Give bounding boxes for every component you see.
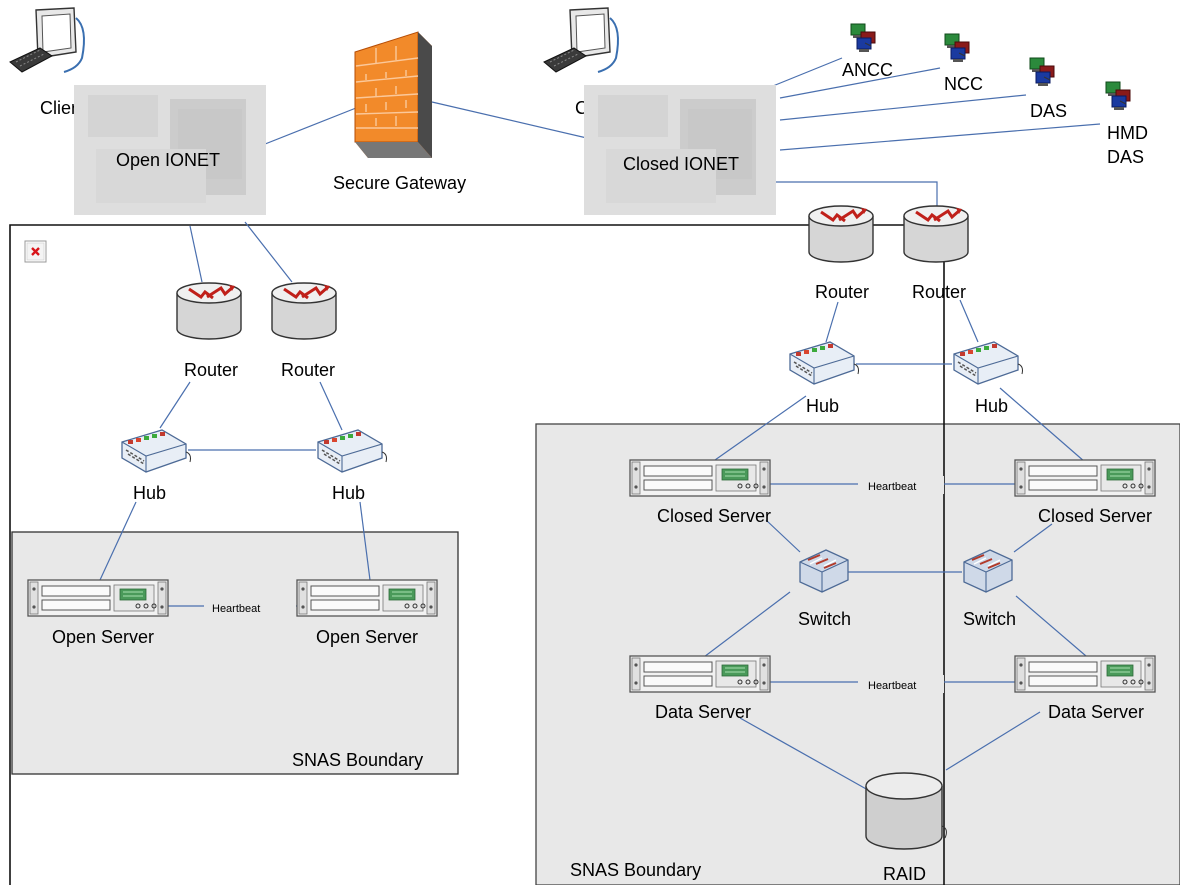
router-closed-2: Router: [902, 204, 970, 302]
hub-closed-1: Hub: [789, 341, 860, 416]
server-icon: [296, 579, 438, 617]
open-ionet: Open IONET: [74, 85, 266, 215]
open-server-label: Open Server: [52, 627, 154, 647]
router-open-2: Router: [270, 281, 338, 380]
raid-disk-icon: [865, 772, 947, 850]
workstation-icon: [9, 7, 85, 73]
networked-computers-icon: [1105, 81, 1131, 111]
server-icon: [1014, 655, 1156, 693]
router-open-1: Router: [175, 281, 243, 380]
networked-computers-icon: [850, 23, 876, 53]
ncc-label: NCC: [944, 74, 983, 94]
heartbeat-label: Heartbeat: [868, 481, 916, 493]
heartbeat-label-bg: [858, 675, 944, 693]
hub-icon: [789, 341, 860, 385]
router-icon: [807, 204, 875, 264]
open-server-1: Open Server: [27, 579, 169, 647]
server-icon: [1014, 459, 1156, 497]
hmd-das-label-line2: DAS: [1107, 147, 1144, 167]
server-icon: [629, 459, 771, 497]
snas-boundary-label: SNAS Boundary: [570, 860, 701, 880]
broken-image-icon: [24, 240, 47, 263]
router-label: Router: [281, 360, 335, 380]
router-icon: [902, 204, 970, 264]
router-icon: [175, 281, 243, 341]
networked-computers-icon: [944, 33, 970, 63]
hmd-das-node: HMD DAS: [1105, 81, 1148, 167]
closed-ionet-label: Closed IONET: [623, 154, 739, 174]
closed-server-1: Closed Server: [629, 459, 771, 526]
firewall-icon: [354, 31, 432, 158]
router-label: Router: [815, 282, 869, 302]
switch-closed-2: Switch: [963, 549, 1016, 629]
hub-icon: [953, 341, 1024, 385]
heartbeat-label-bg: [204, 598, 296, 616]
hub-open-1: Hub: [121, 429, 192, 503]
server-icon: [629, 655, 771, 693]
data-server-1: Data Server: [629, 655, 771, 722]
router-label: Router: [184, 360, 238, 380]
router-label: Router: [912, 282, 966, 302]
ionet-cloud-icon: [584, 85, 776, 215]
router-closed-1: Router: [807, 204, 875, 302]
left-snas-boundary: [11, 531, 459, 775]
open-ionet-label: Open IONET: [116, 150, 220, 170]
hub-icon: [317, 429, 388, 473]
hub-label: Hub: [332, 483, 365, 503]
secure-gateway: Secure Gateway: [333, 31, 466, 193]
workstation-icon: [543, 7, 619, 73]
hub-label: Hub: [806, 396, 839, 416]
hub-closed-2: Hub: [953, 341, 1024, 416]
server-icon: [27, 579, 169, 617]
ancc-label: ANCC: [842, 60, 893, 80]
das-label: DAS: [1030, 101, 1067, 121]
switch-label: Switch: [963, 609, 1016, 629]
raid-disk: RAID: [865, 772, 947, 884]
heartbeat-label: Heartbeat: [212, 603, 260, 615]
hub-label: Hub: [975, 396, 1008, 416]
open-server-label: Open Server: [316, 627, 418, 647]
router-icon: [270, 281, 338, 341]
hub-label: Hub: [133, 483, 166, 503]
closed-server-2: Closed Server: [1014, 459, 1156, 526]
snas-boundary-label: SNAS Boundary: [292, 750, 423, 770]
outer-frame: [9, 224, 945, 885]
closed-server-label: Closed Server: [657, 506, 771, 526]
heartbeat-label: Heartbeat: [868, 680, 916, 692]
switch-closed-1: Switch: [798, 549, 851, 629]
hub-icon: [121, 429, 192, 473]
right-snas-boundary: [535, 423, 1180, 885]
das-node: DAS: [1029, 57, 1067, 121]
hmd-das-label-line1: HMD: [1107, 123, 1148, 143]
secure-gateway-label: Secure Gateway: [333, 173, 466, 193]
ncc-node: NCC: [944, 33, 983, 94]
closed-server-label: Closed Server: [1038, 506, 1152, 526]
data-server-label: Data Server: [1048, 702, 1144, 722]
data-server-label: Data Server: [655, 702, 751, 722]
data-server-2: Data Server: [1014, 655, 1156, 722]
open-server-2: Open Server: [296, 579, 438, 647]
closed-ionet: Closed IONET: [584, 85, 776, 215]
ancc-node: ANCC: [842, 23, 893, 80]
networked-computers-icon: [1029, 57, 1055, 87]
hub-open-2: Hub: [317, 429, 388, 503]
raid-label: RAID: [883, 864, 926, 884]
heartbeat-label-bg: [858, 476, 944, 494]
switch-label: Switch: [798, 609, 851, 629]
